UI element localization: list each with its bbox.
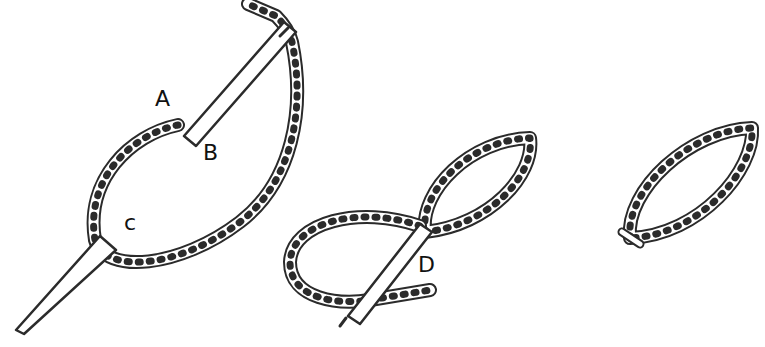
point-label: D <box>418 252 435 278</box>
thread-petal <box>425 138 531 232</box>
needle <box>16 236 116 334</box>
point-label: A <box>155 86 170 112</box>
point-label: B <box>203 140 218 166</box>
needle <box>184 22 296 146</box>
thread-petal <box>630 128 752 238</box>
thread-loop <box>94 4 298 262</box>
tacking-stitch <box>622 232 640 244</box>
point-label: c <box>124 210 136 236</box>
